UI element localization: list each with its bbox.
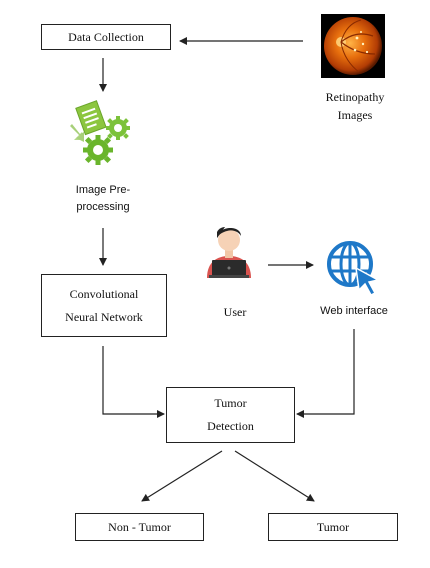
retinopathy-images-label: Retinopathy Images	[325, 90, 385, 122]
cnn-box: Convolutional Neural Network	[41, 274, 167, 337]
tumor-label: Tumor	[316, 519, 350, 534]
user-label: User	[223, 305, 247, 319]
web-interface-label: Web interface	[320, 305, 388, 317]
user-laptop-icon	[203, 216, 255, 280]
tumor-detection-box: Tumor Detection	[166, 387, 295, 443]
cnn-label: Convolutional Neural Network	[65, 286, 143, 324]
globe-cursor-icon	[326, 240, 382, 298]
arrow-cnn-to-detection	[102, 346, 165, 418]
tumor-detection-label: Tumor Detection	[207, 396, 254, 433]
arrow-detection-to-tumor	[234, 450, 315, 502]
data-collection-box: Data Collection	[41, 24, 171, 50]
gears-document-icon	[66, 100, 136, 168]
retina-photo-icon	[321, 14, 385, 78]
data-collection-label: Data Collection	[68, 29, 144, 44]
tumor-box: Tumor	[268, 513, 398, 541]
non-tumor-label: Non - Tumor	[108, 519, 171, 534]
non-tumor-box: Non - Tumor	[75, 513, 204, 541]
arrow-detection-to-non-tumor	[141, 450, 223, 502]
arrow-web-to-detection	[296, 329, 355, 418]
image-preprocessing-label: Image Pre-processing	[75, 184, 131, 214]
